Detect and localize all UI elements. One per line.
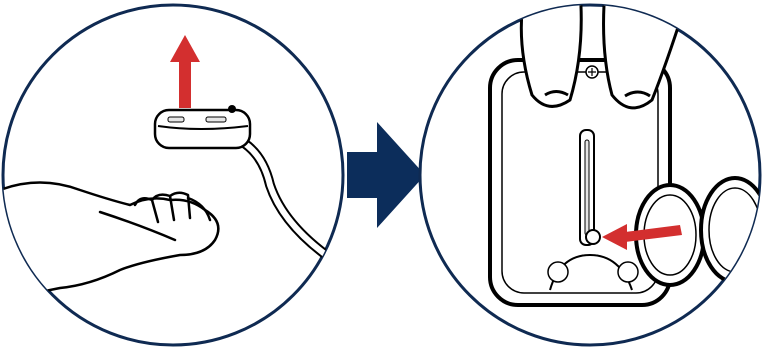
finger-left [521, 0, 581, 106]
sensor-button [228, 105, 236, 113]
sensor-slot-right [206, 117, 226, 122]
port-hole [586, 230, 600, 244]
left-panel [0, 5, 345, 345]
sensor-device [155, 105, 250, 148]
left-panel-circle [3, 5, 343, 345]
sensor-slot-left [168, 117, 184, 122]
slot-inner [585, 140, 589, 235]
right-arrow-icon [347, 122, 425, 228]
foot-left [548, 262, 568, 282]
right-panel [420, 0, 762, 345]
foot-right [618, 262, 638, 282]
battery-2 [701, 178, 762, 282]
